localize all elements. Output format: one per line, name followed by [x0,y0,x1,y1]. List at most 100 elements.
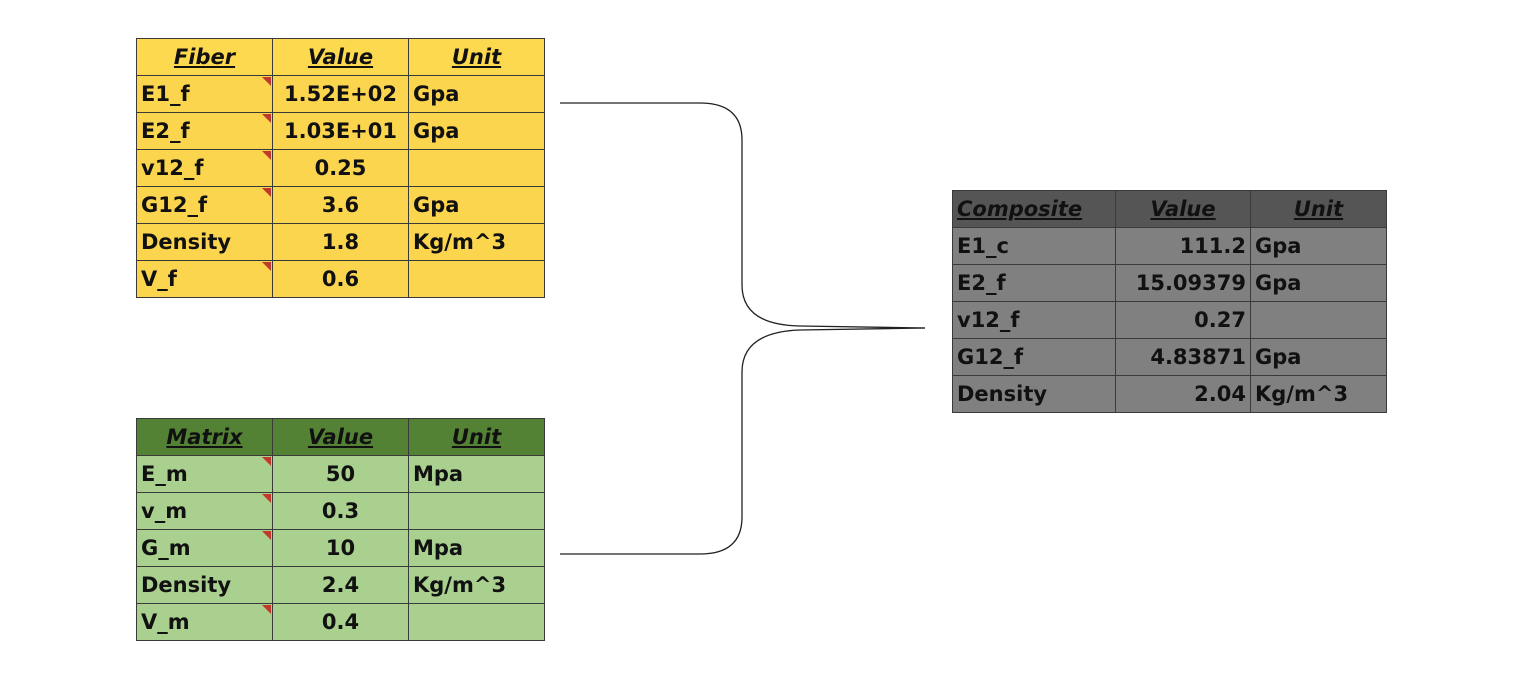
fiber-name-cell[interactable]: Density [136,223,273,261]
matrix-unit-cell[interactable] [408,603,545,641]
fiber-name-cell[interactable]: E1_f [136,75,273,113]
comment-indicator-icon[interactable] [262,494,271,503]
composite-value-cell[interactable]: 4.83871 [1115,338,1251,376]
fiber-name-text: Density [141,230,232,254]
composite-header-name[interactable]: Composite [952,190,1116,228]
matrix-value-cell[interactable]: 10 [272,529,409,567]
composite-name-cell[interactable]: E1_c [952,227,1116,265]
fiber-row: V_f 0.6 [136,260,545,298]
comment-indicator-icon[interactable] [262,605,271,614]
matrix-value-cell[interactable]: 2.4 [272,566,409,604]
matrix-name-text: v_m [141,499,188,523]
composite-table: Composite Value Unit E1_c 111.2 Gpa E2_f… [952,190,1387,413]
composite-row: v12_f 0.27 [952,301,1387,339]
fiber-row: G12_f 3.6 Gpa [136,186,545,224]
matrix-name-text: V_m [141,610,190,634]
matrix-name-cell[interactable]: G_m [136,529,273,567]
fiber-value-cell[interactable]: 1.52E+02 [272,75,409,113]
matrix-row: E_m 50 Mpa [136,455,545,493]
matrix-table: Matrix Value Unit E_m 50 Mpa v_m 0.3 G_m… [136,418,545,641]
fiber-unit-cell[interactable]: Gpa [408,112,545,150]
matrix-name-text: G_m [141,536,191,560]
comment-indicator-icon[interactable] [262,531,271,540]
fiber-value-cell[interactable]: 0.25 [272,149,409,187]
composite-row: Density 2.04 Kg/m^3 [952,375,1387,413]
composite-name-cell[interactable]: v12_f [952,301,1116,339]
composite-header-unit[interactable]: Unit [1250,190,1387,228]
composite-row: G12_f 4.83871 Gpa [952,338,1387,376]
comment-indicator-icon[interactable] [262,262,271,271]
matrix-row: v_m 0.3 [136,492,545,530]
fiber-value-cell[interactable]: 3.6 [272,186,409,224]
fiber-unit-cell[interactable]: Kg/m^3 [408,223,545,261]
fiber-name-text: E2_f [141,119,190,143]
composite-name-cell[interactable]: E2_f [952,264,1116,302]
fiber-table: Fiber Value Unit E1_f 1.52E+02 Gpa E2_f … [136,38,545,298]
composite-value-cell[interactable]: 111.2 [1115,227,1251,265]
comment-indicator-icon[interactable] [262,151,271,160]
composite-header-value[interactable]: Value [1115,190,1251,228]
fiber-header-unit[interactable]: Unit [408,38,545,76]
composite-row: E1_c 111.2 Gpa [952,227,1387,265]
composite-unit-cell[interactable]: Gpa [1250,338,1387,376]
fiber-header-value[interactable]: Value [272,38,409,76]
composite-unit-cell[interactable]: Gpa [1250,264,1387,302]
fiber-value-cell[interactable]: 0.6 [272,260,409,298]
composite-unit-cell[interactable] [1250,301,1387,339]
comment-indicator-icon[interactable] [262,457,271,466]
matrix-value-cell[interactable]: 0.3 [272,492,409,530]
matrix-value-cell[interactable]: 50 [272,455,409,493]
composite-name-cell[interactable]: G12_f [952,338,1116,376]
matrix-unit-cell[interactable]: Kg/m^3 [408,566,545,604]
fiber-name-cell[interactable]: V_f [136,260,273,298]
fiber-unit-cell[interactable] [408,149,545,187]
fiber-name-text: v12_f [141,156,204,180]
fiber-row: E2_f 1.03E+01 Gpa [136,112,545,150]
matrix-name-cell[interactable]: Density [136,566,273,604]
fiber-name-cell[interactable]: G12_f [136,186,273,224]
matrix-row: G_m 10 Mpa [136,529,545,567]
fiber-row: E1_f 1.52E+02 Gpa [136,75,545,113]
matrix-header-unit[interactable]: Unit [408,418,545,456]
composite-value-cell[interactable]: 2.04 [1115,375,1251,413]
brace-upper-arm [560,102,926,329]
fiber-value-cell[interactable]: 1.03E+01 [272,112,409,150]
composite-value-cell[interactable]: 15.09379 [1115,264,1251,302]
fiber-unit-cell[interactable]: Gpa [408,186,545,224]
fiber-header-row: Fiber Value Unit [136,38,545,76]
matrix-row: V_m 0.4 [136,603,545,641]
composite-name-cell[interactable]: Density [952,375,1116,413]
fiber-name-cell[interactable]: v12_f [136,149,273,187]
fiber-unit-cell[interactable]: Gpa [408,75,545,113]
composite-header-row: Composite Value Unit [952,190,1387,228]
fiber-header-name[interactable]: Fiber [136,38,273,76]
matrix-name-cell[interactable]: v_m [136,492,273,530]
matrix-unit-cell[interactable]: Mpa [408,455,545,493]
matrix-name-text: E_m [141,462,188,486]
fiber-value-cell[interactable]: 1.8 [272,223,409,261]
matrix-value-cell[interactable]: 0.4 [272,603,409,641]
fiber-row: Density 1.8 Kg/m^3 [136,223,545,261]
matrix-unit-cell[interactable] [408,492,545,530]
matrix-name-text: Density [141,573,232,597]
composite-value-cell[interactable]: 0.27 [1115,301,1251,339]
fiber-name-cell[interactable]: E2_f [136,112,273,150]
matrix-row: Density 2.4 Kg/m^3 [136,566,545,604]
fiber-name-text: V_f [141,267,177,291]
matrix-header-name[interactable]: Matrix [136,418,273,456]
fiber-unit-cell[interactable] [408,260,545,298]
matrix-unit-cell[interactable]: Mpa [408,529,545,567]
comment-indicator-icon[interactable] [262,77,271,86]
brace-lower-arm [560,327,926,555]
fiber-name-text: G12_f [141,193,208,217]
composite-unit-cell[interactable]: Gpa [1250,227,1387,265]
matrix-header-row: Matrix Value Unit [136,418,545,456]
composite-unit-cell[interactable]: Kg/m^3 [1250,375,1387,413]
matrix-name-cell[interactable]: V_m [136,603,273,641]
composite-row: E2_f 15.09379 Gpa [952,264,1387,302]
matrix-header-value[interactable]: Value [272,418,409,456]
comment-indicator-icon[interactable] [262,114,271,123]
matrix-name-cell[interactable]: E_m [136,455,273,493]
comment-indicator-icon[interactable] [262,188,271,197]
